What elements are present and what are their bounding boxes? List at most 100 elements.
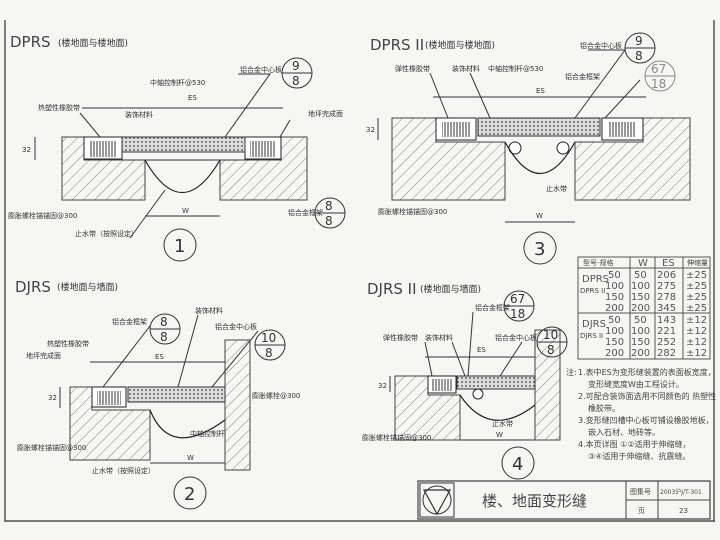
- label-text: 膨胀螺栓锚锚固@300: [362, 433, 431, 442]
- label-center-plate: 铝合金中心板: [240, 65, 282, 74]
- label-text: 67: [651, 62, 666, 76]
- detail-subtitle: (楼地面与墙面): [420, 283, 481, 295]
- label-text: 8: [160, 315, 168, 329]
- detail-1: DPRS (楼地面与楼地面) ES W 32 热塑性橡胶带 装饰材料 中轴控制杆…: [8, 33, 345, 261]
- label-text: 23: [679, 507, 688, 515]
- label-anchor: 膨胀螺栓锚锚固@300: [8, 211, 77, 220]
- label-text: 膨胀螺栓锚锚固@300: [17, 443, 86, 452]
- table-cell: 200: [631, 348, 650, 359]
- label-text: 止水带: [546, 184, 567, 193]
- ref-circle-10-8: 108: [537, 327, 567, 357]
- label-center-rod: 中轴控制杆@530: [150, 78, 205, 87]
- table-cell: 50: [634, 270, 647, 281]
- title-block: 楼、地面变形缝 图集号 2003沪J/T-301 页 23: [418, 481, 710, 519]
- note-line: ③④适用于伸缩缝、抗震缝。: [588, 451, 690, 461]
- table-cell: 50: [608, 270, 621, 281]
- label-text: 铝合金框架: [565, 72, 600, 81]
- detail-subtitle: (楼地面与墙面): [57, 281, 118, 293]
- label-waterstop: 止水带（按照设定）: [75, 229, 138, 238]
- label-text: W: [187, 454, 194, 462]
- label-text: 10: [543, 328, 558, 342]
- waterstop: [505, 142, 575, 174]
- label-text: 8: [325, 199, 333, 213]
- note-line: 橡胶带。: [588, 403, 620, 413]
- label-text: 32: [48, 394, 57, 402]
- detail-number-circle: [164, 229, 196, 261]
- thermo-tape-right: [250, 141, 276, 157]
- detail-number: 2: [184, 484, 195, 505]
- label-text: 8: [325, 214, 333, 228]
- decor-material: [128, 387, 225, 402]
- label-text: DJRS II: [580, 332, 603, 340]
- table-cell: 100: [631, 281, 650, 292]
- label-text: 页: [638, 507, 645, 515]
- label-text: 膨胀螺栓@300: [252, 391, 300, 400]
- note-line: 3.变形缝凹槽中心板可铺设橡胶地板，: [578, 415, 714, 425]
- waterstop: [460, 395, 535, 420]
- label-text: 18: [510, 307, 525, 321]
- label-text: 铝合金中心板: [215, 322, 257, 331]
- label-text: 装饰材料: [452, 64, 480, 73]
- note-line: 2.可配合装饰面选用不同颜色的 热塑性: [578, 391, 716, 401]
- label-text: 8: [160, 330, 168, 344]
- label-text: 弹性橡胶带: [395, 64, 430, 73]
- detail-subtitle: (楼地面与楼地面): [58, 37, 128, 49]
- table-cell: 206: [657, 270, 676, 281]
- label-text: 膨胀螺栓锚锚固@300: [378, 207, 447, 216]
- label-text: 8: [635, 49, 643, 63]
- label-text: 止水带（按照设定）: [92, 466, 155, 475]
- label-text: 32: [366, 126, 375, 134]
- table-cell: ±25: [686, 303, 707, 314]
- logo-circle-icon: [423, 486, 451, 514]
- label-text: DJRS: [582, 319, 606, 330]
- label-text: 伸缩量: [687, 258, 708, 267]
- label-text: 注:: [566, 367, 577, 377]
- label-text: 67: [510, 292, 525, 306]
- label-text: ES: [477, 346, 486, 354]
- detail-2: DJRS (楼地面与墙面) ES W 32 铝合金框架 装饰材料 铝合金中心板 …: [15, 278, 300, 509]
- detail-title: DJRS: [15, 278, 51, 296]
- label-text: DPRS: [582, 274, 609, 285]
- label-text: 铝合金框架: [112, 317, 147, 326]
- label-text: 9: [635, 34, 643, 48]
- label-text: 10: [261, 331, 276, 345]
- label-text: 2003沪J/T-301: [660, 488, 702, 496]
- detail-3: DPRS II (楼地面与楼地面) ES W 32 弹性橡胶带 装饰材料 中轴控…: [366, 33, 690, 264]
- dim-es: ES: [188, 94, 197, 102]
- label-text: ES: [536, 87, 545, 95]
- note-line: 1.表中ES为变形缝装置的表面板宽度，: [578, 367, 716, 377]
- thermo-tape-left: [90, 141, 116, 157]
- detail-title: DPRS: [10, 33, 51, 51]
- label-text: 9: [292, 59, 300, 73]
- label-text: 中轴控制杆@530: [488, 64, 543, 73]
- table-cell: ±25: [686, 292, 707, 303]
- table-cell: 100: [605, 281, 624, 292]
- decor-material: [122, 137, 245, 152]
- label-text: 18: [651, 77, 666, 91]
- concrete-slab-right: [575, 118, 690, 200]
- notes: 注: 1.表中ES为变形缝装置的表面板宽度，变形缝宽度W由工程设计。2.可配合装…: [566, 367, 716, 461]
- table-cell: ±12: [686, 315, 707, 326]
- label-text: 图集号: [630, 487, 651, 496]
- table-cell: 221: [657, 326, 676, 337]
- wall: [225, 340, 250, 470]
- table-cell: ±25: [686, 281, 707, 292]
- wall: [535, 330, 560, 440]
- table-cell: 200: [631, 303, 650, 314]
- note-line: 4.本页详图 ①②适用于伸缩缝，: [578, 439, 691, 449]
- label-text: 地坪完成面: [26, 351, 61, 360]
- table-cell: 282: [657, 348, 676, 359]
- table-cell: 275: [657, 281, 676, 292]
- label-text: 8: [547, 343, 555, 357]
- label-text: 32: [378, 382, 387, 390]
- table-cell: 100: [631, 326, 650, 337]
- spec-table: 型号-规格 W ES 伸缩量 DPRS DPRS II DJRS DJRS II…: [578, 257, 710, 359]
- label-text: DPRS II: [580, 287, 605, 295]
- label-thermo-tape: 热塑性橡胶带: [38, 103, 80, 112]
- dim-w: W: [182, 207, 189, 215]
- label-text: 装饰材料: [425, 333, 453, 342]
- table-cell: 150: [631, 292, 650, 303]
